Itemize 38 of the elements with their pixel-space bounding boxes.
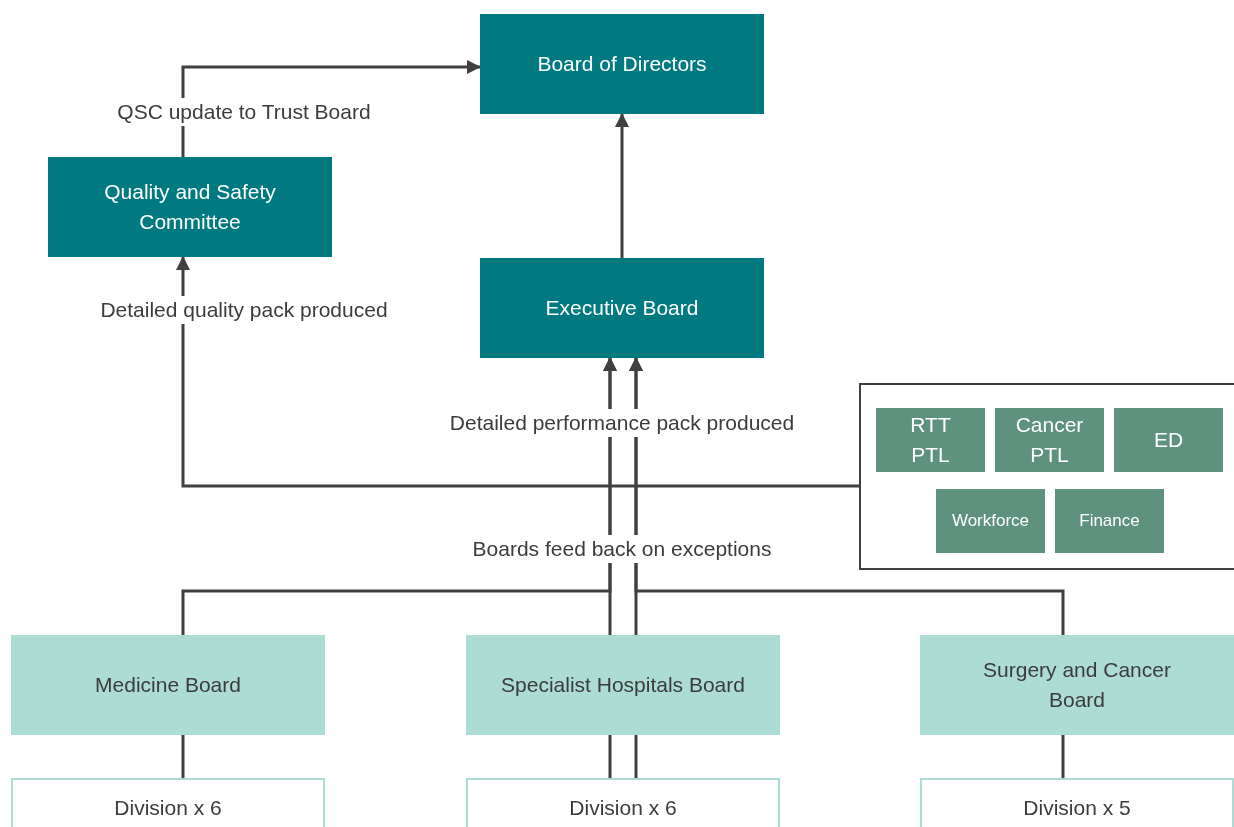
- board-box: [11, 635, 325, 735]
- arrow: [176, 256, 859, 488]
- arrow: [615, 113, 629, 258]
- board-box: [920, 635, 1234, 735]
- node-label: Workforce: [951, 510, 1030, 533]
- node-label: Division x 6: [114, 795, 222, 821]
- metrics-panel: [859, 383, 1234, 570]
- board-box: [466, 635, 780, 735]
- connector-line: [181, 735, 185, 778]
- committee-box: [48, 157, 332, 257]
- division-box: [920, 778, 1234, 827]
- node-label: Board of Directors: [537, 51, 707, 77]
- division-box: [466, 778, 780, 827]
- metric-box: [936, 489, 1045, 553]
- division-box: [11, 778, 325, 827]
- node-label: Division x 6: [569, 795, 677, 821]
- node-label: RTT PTL: [909, 412, 952, 468]
- metric-box: [1114, 408, 1223, 472]
- node-label: Medicine Board: [95, 672, 241, 698]
- node-label: Division x 5: [1023, 795, 1131, 821]
- node-label: Executive Board: [545, 295, 699, 321]
- metric-box: [995, 408, 1104, 472]
- connector-line: [1061, 735, 1065, 778]
- committee-box: [480, 14, 764, 114]
- node-label: Surgery and Cancer Board: [982, 657, 1172, 713]
- arrow: [629, 357, 1065, 635]
- arrow: [181, 357, 617, 635]
- node-label: Finance: [1079, 510, 1140, 533]
- arrow: [181, 60, 481, 157]
- node-label: ED: [1153, 427, 1184, 453]
- node-label: Specialist Hospitals Board: [501, 672, 745, 698]
- node-label: Cancer PTL: [1014, 412, 1085, 468]
- connector-line: [634, 735, 638, 778]
- node-label: Quality and Safety Committee: [103, 179, 277, 235]
- metric-box: [1055, 489, 1164, 553]
- connector-line: [608, 735, 612, 778]
- committee-box: [480, 258, 764, 358]
- metric-box: [876, 408, 985, 472]
